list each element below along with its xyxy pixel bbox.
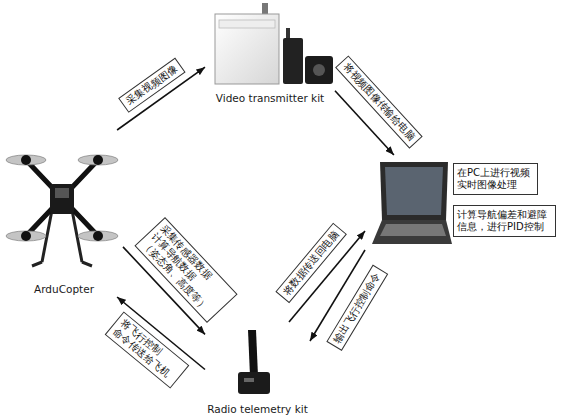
edge-label-holder: 输出飞行控制命令 xyxy=(324,263,388,351)
device-node: ArduCopter xyxy=(5,130,123,297)
edge-label: 将数据传送回电脑 xyxy=(275,223,347,304)
device-label: Video transmitter kit xyxy=(216,92,324,104)
edge-label: 将视频图像传输给电脑 xyxy=(335,55,423,148)
device-label: Radio telemetry kit xyxy=(207,403,308,415)
video-transmitter-drawing xyxy=(215,3,333,84)
edge-label-holder: 将数据传送回电脑 xyxy=(273,221,347,304)
edge-label-holder: 采集视频图像 xyxy=(116,55,185,113)
edge-label-holder: 将视频图像传输给电脑 xyxy=(335,53,425,148)
process-box: 计算导航偏差和避障信息，进行PID控制 xyxy=(453,205,556,237)
edge-label-holder: 将飞行控制 命令传送给飞机 xyxy=(105,312,190,389)
edge-label: 输出飞行控制命令 xyxy=(327,264,389,350)
edge-label-holder: 采集传感器数据 计算导航数据 （姿态角、高度等） xyxy=(134,217,237,323)
quadcopter-drawing xyxy=(6,155,118,266)
device-label: ArduCopter xyxy=(34,283,94,295)
radio-telemetry-drawing xyxy=(238,330,270,394)
device-node: Radio telemetry kit xyxy=(205,322,310,417)
process-box: 在PC上进行视频实时图像处理 xyxy=(453,163,538,195)
edge-label: 将飞行控制 命令传送给飞机 xyxy=(105,312,190,389)
laptop-drawing xyxy=(372,162,452,244)
device-node: Video transmitter kit xyxy=(205,4,335,106)
computer-node: 在PC上进行视频实时图像处理计算导航偏差和避障信息，进行PID控制 xyxy=(365,155,558,250)
edge-label: 采集视频图像 xyxy=(118,58,185,113)
edge-label: 采集传感器数据 计算导航数据 （姿态角、高度等） xyxy=(134,217,237,323)
